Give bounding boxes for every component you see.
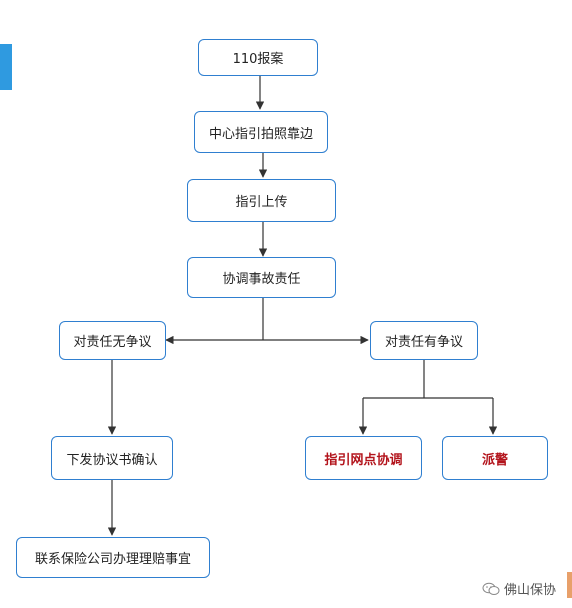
node-insurance-claim: 联系保险公司办理理赔事宜 — [16, 537, 210, 578]
node-110-report: 110报案 — [198, 39, 318, 76]
corner-mark — [567, 572, 572, 598]
accent-bar — [0, 44, 12, 90]
wechat-icon — [482, 582, 500, 595]
node-dispute: 对责任有争议 — [370, 321, 478, 360]
node-guide-upload: 指引上传 — [187, 179, 336, 222]
watermark-text: 佛山保协 — [504, 583, 557, 598]
node-coordinate-liability: 协调事故责任 — [187, 257, 336, 298]
node-no-dispute: 对责任无争议 — [59, 321, 166, 360]
node-center-guide-photo: 中心指引拍照靠边 — [194, 111, 328, 153]
node-issue-agreement: 下发协议书确认 — [51, 436, 173, 480]
node-dispatch-police: 派警 — [442, 436, 548, 480]
node-guide-branch: 指引网点协调 — [305, 436, 422, 480]
watermark: 佛山保协 — [482, 579, 556, 598]
